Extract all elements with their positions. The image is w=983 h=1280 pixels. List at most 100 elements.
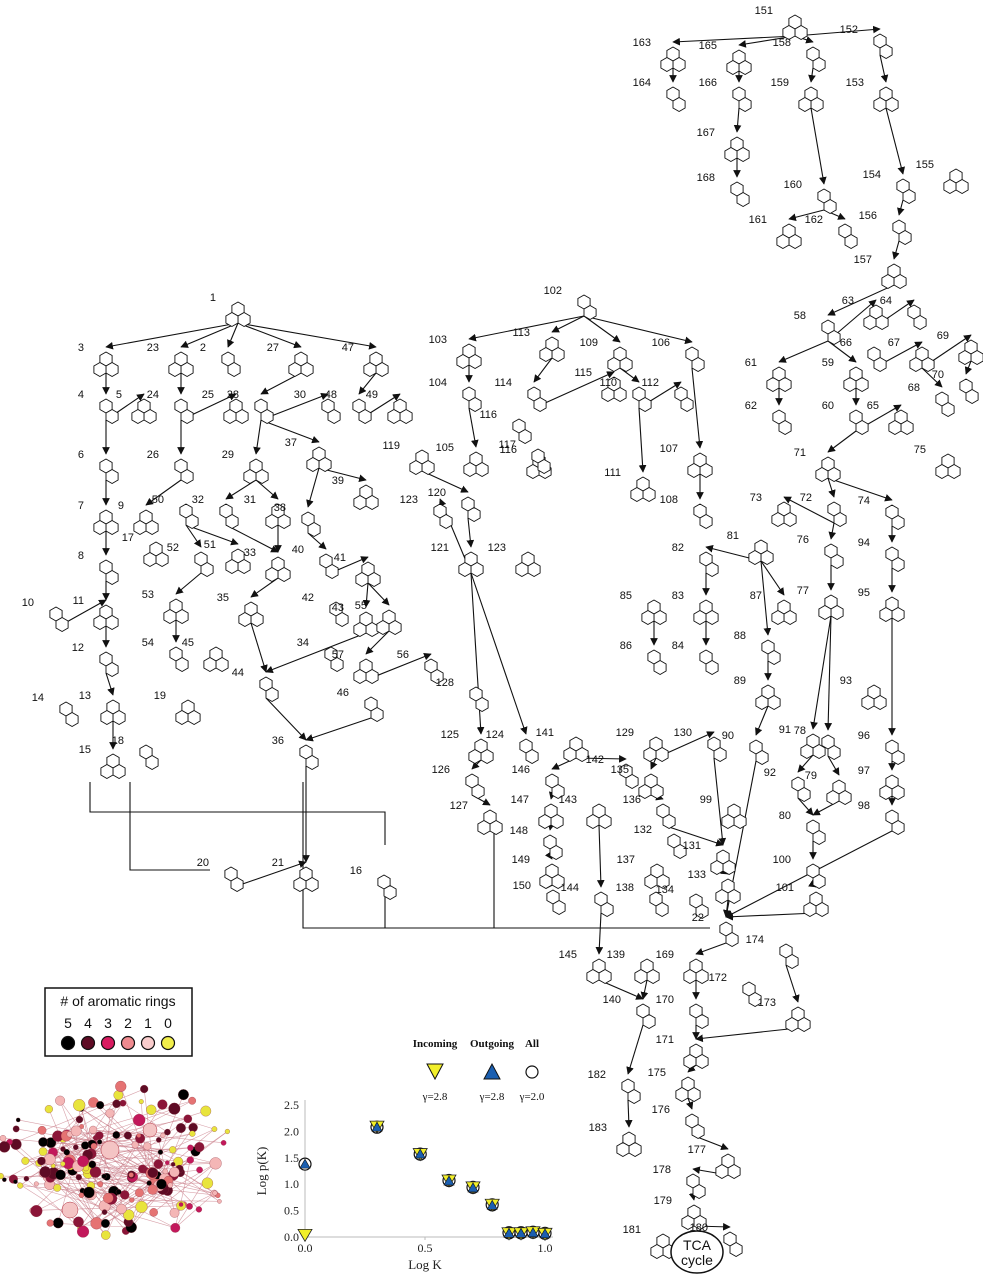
arrow-102-106 xyxy=(583,315,693,345)
compound-140 xyxy=(636,1003,656,1030)
compound-156 xyxy=(892,219,912,246)
arrow-89-90 xyxy=(755,705,769,736)
compound-40 xyxy=(319,553,339,580)
plot-legend-gamma-outgoing: γ=2.8 xyxy=(479,1091,505,1103)
compound-84 xyxy=(699,649,719,676)
compound-1 xyxy=(225,301,251,328)
compound-label-136: 136 xyxy=(623,794,641,806)
legend-swatch-5 xyxy=(60,1035,76,1051)
compound-label-139: 139 xyxy=(607,949,625,961)
network-node xyxy=(170,1162,176,1167)
network-node xyxy=(53,1183,62,1192)
compound-label-83: 83 xyxy=(672,590,684,602)
network-node xyxy=(183,1114,193,1124)
arrow-38-40 xyxy=(307,532,327,550)
point-outgoing xyxy=(503,1227,515,1238)
compound-10 xyxy=(49,606,69,633)
compound-164 xyxy=(666,86,686,113)
point-incoming xyxy=(297,1228,313,1243)
compound-label-64: 64 xyxy=(880,295,892,307)
compound-125 xyxy=(468,738,494,765)
compound-65 xyxy=(888,409,914,436)
compound-label-135: 135 xyxy=(611,764,629,776)
point-outgoing xyxy=(527,1227,539,1238)
compound-label-94: 94 xyxy=(858,537,870,549)
network-node xyxy=(70,1125,82,1137)
compound-label-76: 76 xyxy=(797,534,809,546)
compound-label-124: 124 xyxy=(486,729,504,741)
arrow-26-9 xyxy=(145,479,182,506)
network-node xyxy=(75,1174,82,1181)
compound-5 xyxy=(131,398,157,425)
compound-31 xyxy=(265,503,291,530)
compound-158 xyxy=(806,46,826,73)
compound-label-69: 69 xyxy=(937,330,949,342)
compound-label-172: 172 xyxy=(709,972,727,984)
compound-label-88: 88 xyxy=(734,630,746,642)
arrow-102-113 xyxy=(551,315,585,333)
compound-121 xyxy=(458,551,484,578)
network-node xyxy=(0,1172,4,1180)
compound-42 xyxy=(329,601,349,628)
network-node xyxy=(78,1192,85,1198)
network-node xyxy=(153,1159,164,1169)
arrow-102-109 xyxy=(583,315,621,343)
network-node xyxy=(196,1166,203,1174)
arrow-120-121 xyxy=(466,517,475,548)
compound-115 xyxy=(601,376,627,403)
compound-85 xyxy=(641,599,667,626)
compound-51 xyxy=(225,548,251,575)
compound-26 xyxy=(174,458,194,485)
compound-label-149: 149 xyxy=(512,854,530,866)
compound-76 xyxy=(824,543,844,570)
network-node xyxy=(156,1178,167,1190)
network-node xyxy=(115,1080,127,1092)
arrow-46-36 xyxy=(305,717,372,742)
compound-13 xyxy=(100,699,126,726)
connector-0 xyxy=(89,782,386,845)
compound-159 xyxy=(798,86,824,113)
compound-142 xyxy=(619,763,639,790)
compound-label-17: 17 xyxy=(122,532,134,544)
compound-label-134: 134 xyxy=(656,884,674,896)
arrow-28-29 xyxy=(253,419,262,455)
x-axis-label: Log K xyxy=(408,1257,442,1272)
compound-label-26: 26 xyxy=(147,449,159,461)
compound-label-152: 152 xyxy=(840,24,858,36)
arrow-1-23 xyxy=(180,322,239,348)
compound-30 xyxy=(321,398,341,425)
network-node xyxy=(21,1156,30,1165)
connector-1 xyxy=(129,782,210,871)
arrow-1-2 xyxy=(227,322,239,348)
arrow-71-74 xyxy=(827,477,893,502)
compound-label-63: 63 xyxy=(842,295,854,307)
compound-146 xyxy=(545,773,565,800)
compound-label-116: 116 xyxy=(479,409,497,421)
compound-70 xyxy=(959,378,979,405)
compound-label-117: 117 xyxy=(498,439,516,451)
compound-label-24: 24 xyxy=(147,389,159,401)
compound-147 xyxy=(538,803,564,830)
compound-127 xyxy=(477,809,503,836)
outgoing-marker-icon xyxy=(483,1062,501,1080)
compound-75 xyxy=(935,453,961,480)
arrow-12-13 xyxy=(105,672,115,696)
compound-112 xyxy=(674,386,694,413)
arrow-60-71 xyxy=(827,430,857,453)
network-node xyxy=(195,1206,203,1213)
network-hub xyxy=(100,1140,120,1160)
compound-label-142: 142 xyxy=(586,754,604,766)
network-node xyxy=(147,1167,158,1178)
compound-label-65: 65 xyxy=(867,400,879,412)
compound-139 xyxy=(634,958,660,985)
compound-182 xyxy=(621,1078,641,1105)
arrow-140-182 xyxy=(626,1024,644,1075)
compound-167 xyxy=(724,136,750,163)
compound-107 xyxy=(687,452,713,479)
compound-35 xyxy=(238,601,264,628)
arrow-41-55 xyxy=(367,582,390,606)
compound-15 xyxy=(100,753,126,780)
compound-6 xyxy=(99,458,119,485)
